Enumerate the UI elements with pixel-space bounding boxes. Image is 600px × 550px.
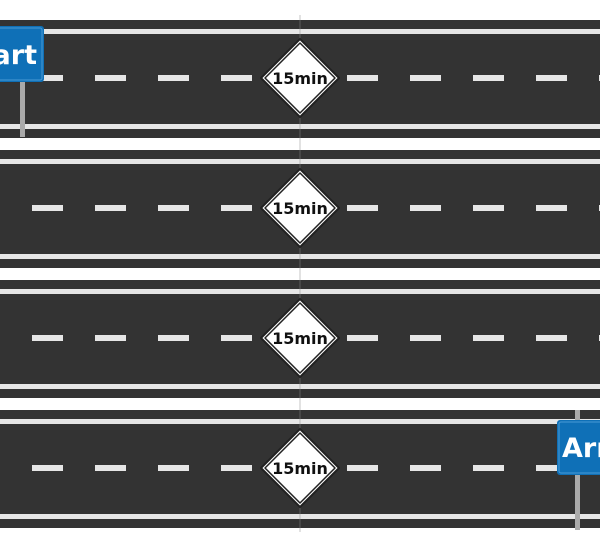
lane-dash xyxy=(32,335,63,341)
lane-dash xyxy=(473,205,504,211)
arrive-sign-board xyxy=(557,420,600,475)
lane-dash xyxy=(536,75,567,81)
lane-dash xyxy=(158,465,189,471)
duration-sign: 15min xyxy=(260,168,340,248)
lane-dash xyxy=(473,75,504,81)
duration-label: 15min xyxy=(272,199,328,218)
duration-label: 15min xyxy=(272,69,328,88)
lane-dash xyxy=(410,75,441,81)
lane-dash xyxy=(95,75,126,81)
lane-dash xyxy=(536,335,567,341)
lane-dash xyxy=(473,335,504,341)
lane-dash xyxy=(158,75,189,81)
lane-dash xyxy=(158,335,189,341)
duration-sign: 15min xyxy=(260,38,340,118)
lane-dash xyxy=(347,205,378,211)
lane-dash xyxy=(536,205,567,211)
lane-dash xyxy=(95,335,126,341)
duration-label: 15min xyxy=(272,329,328,348)
lane-dash xyxy=(95,465,126,471)
start-sign-post xyxy=(20,60,25,137)
lane-dash xyxy=(158,205,189,211)
lane-dash xyxy=(473,465,504,471)
lane-dash xyxy=(536,465,567,471)
duration-sign: 15min xyxy=(260,428,340,508)
arrive-sign-label: Arrive xyxy=(562,433,600,464)
duration-label: 15min xyxy=(272,459,328,478)
start-sign: Start xyxy=(0,26,44,137)
lane-dash xyxy=(347,335,378,341)
lane-dash xyxy=(95,205,126,211)
lane-dash xyxy=(221,75,252,81)
lane-dash xyxy=(410,205,441,211)
lane-dash xyxy=(347,75,378,81)
lane-dash xyxy=(221,465,252,471)
lane-dash xyxy=(221,205,252,211)
lane-dash xyxy=(32,75,63,81)
duration-sign: 15min xyxy=(260,298,340,378)
start-sign-label: Start xyxy=(0,40,37,71)
lane-dash xyxy=(32,205,63,211)
lane-dash xyxy=(221,335,252,341)
lane-dash xyxy=(347,465,378,471)
lane-dash xyxy=(32,465,63,471)
arrive-sign: Arrive xyxy=(557,410,600,530)
start-sign-board xyxy=(0,26,44,82)
lane-dash xyxy=(410,465,441,471)
lane-dash xyxy=(410,335,441,341)
